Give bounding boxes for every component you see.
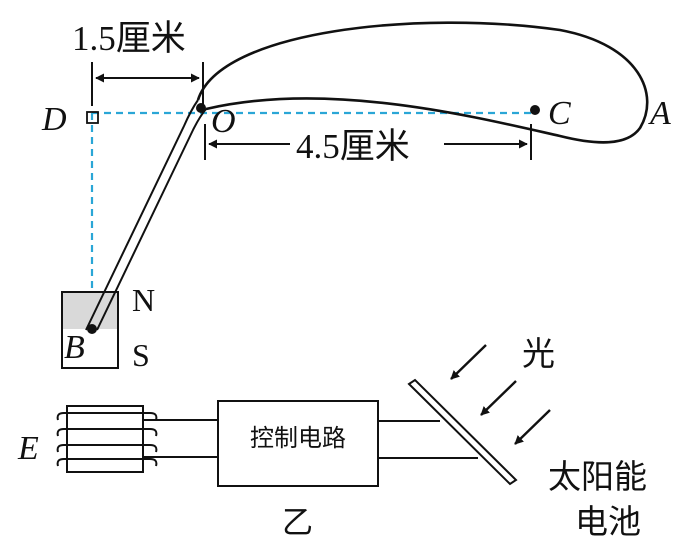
dimension-4-5cm [204,124,532,160]
light-ray-2 [480,380,517,416]
point-O-dot [196,103,206,113]
label-O: O [211,103,236,140]
electromagnet-coil [56,405,158,473]
lever-loop [196,21,649,144]
light-ray-3 [514,409,551,445]
dimension-1-5cm [91,62,204,106]
label-D: D [41,101,67,138]
label-S: S [132,337,150,373]
label-C: C [548,95,571,132]
label-E: E [17,430,39,467]
light-rays [450,344,551,445]
label-N: N [132,282,155,318]
figure-label: 乙 [282,505,313,541]
dimension-top-label: 1.5厘米 [72,19,186,58]
label-B: B [64,329,85,366]
light-ray-1 [450,344,487,380]
control-circuit-box [217,400,379,487]
circuit-wires [143,419,478,459]
solar-battery-label-line2: 电池 [575,502,641,541]
point-B-dot [87,324,97,334]
label-A: A [648,95,671,132]
right-angle-marker [86,111,99,124]
control-circuit-label: 控制电路 [250,424,346,452]
solar-panel [407,378,518,486]
point-C-dot [530,105,540,115]
dimension-mid-label: 4.5厘米 [296,127,410,166]
light-label: 光 [522,334,555,373]
solar-battery-label-line1: 太阳能 [548,457,647,496]
